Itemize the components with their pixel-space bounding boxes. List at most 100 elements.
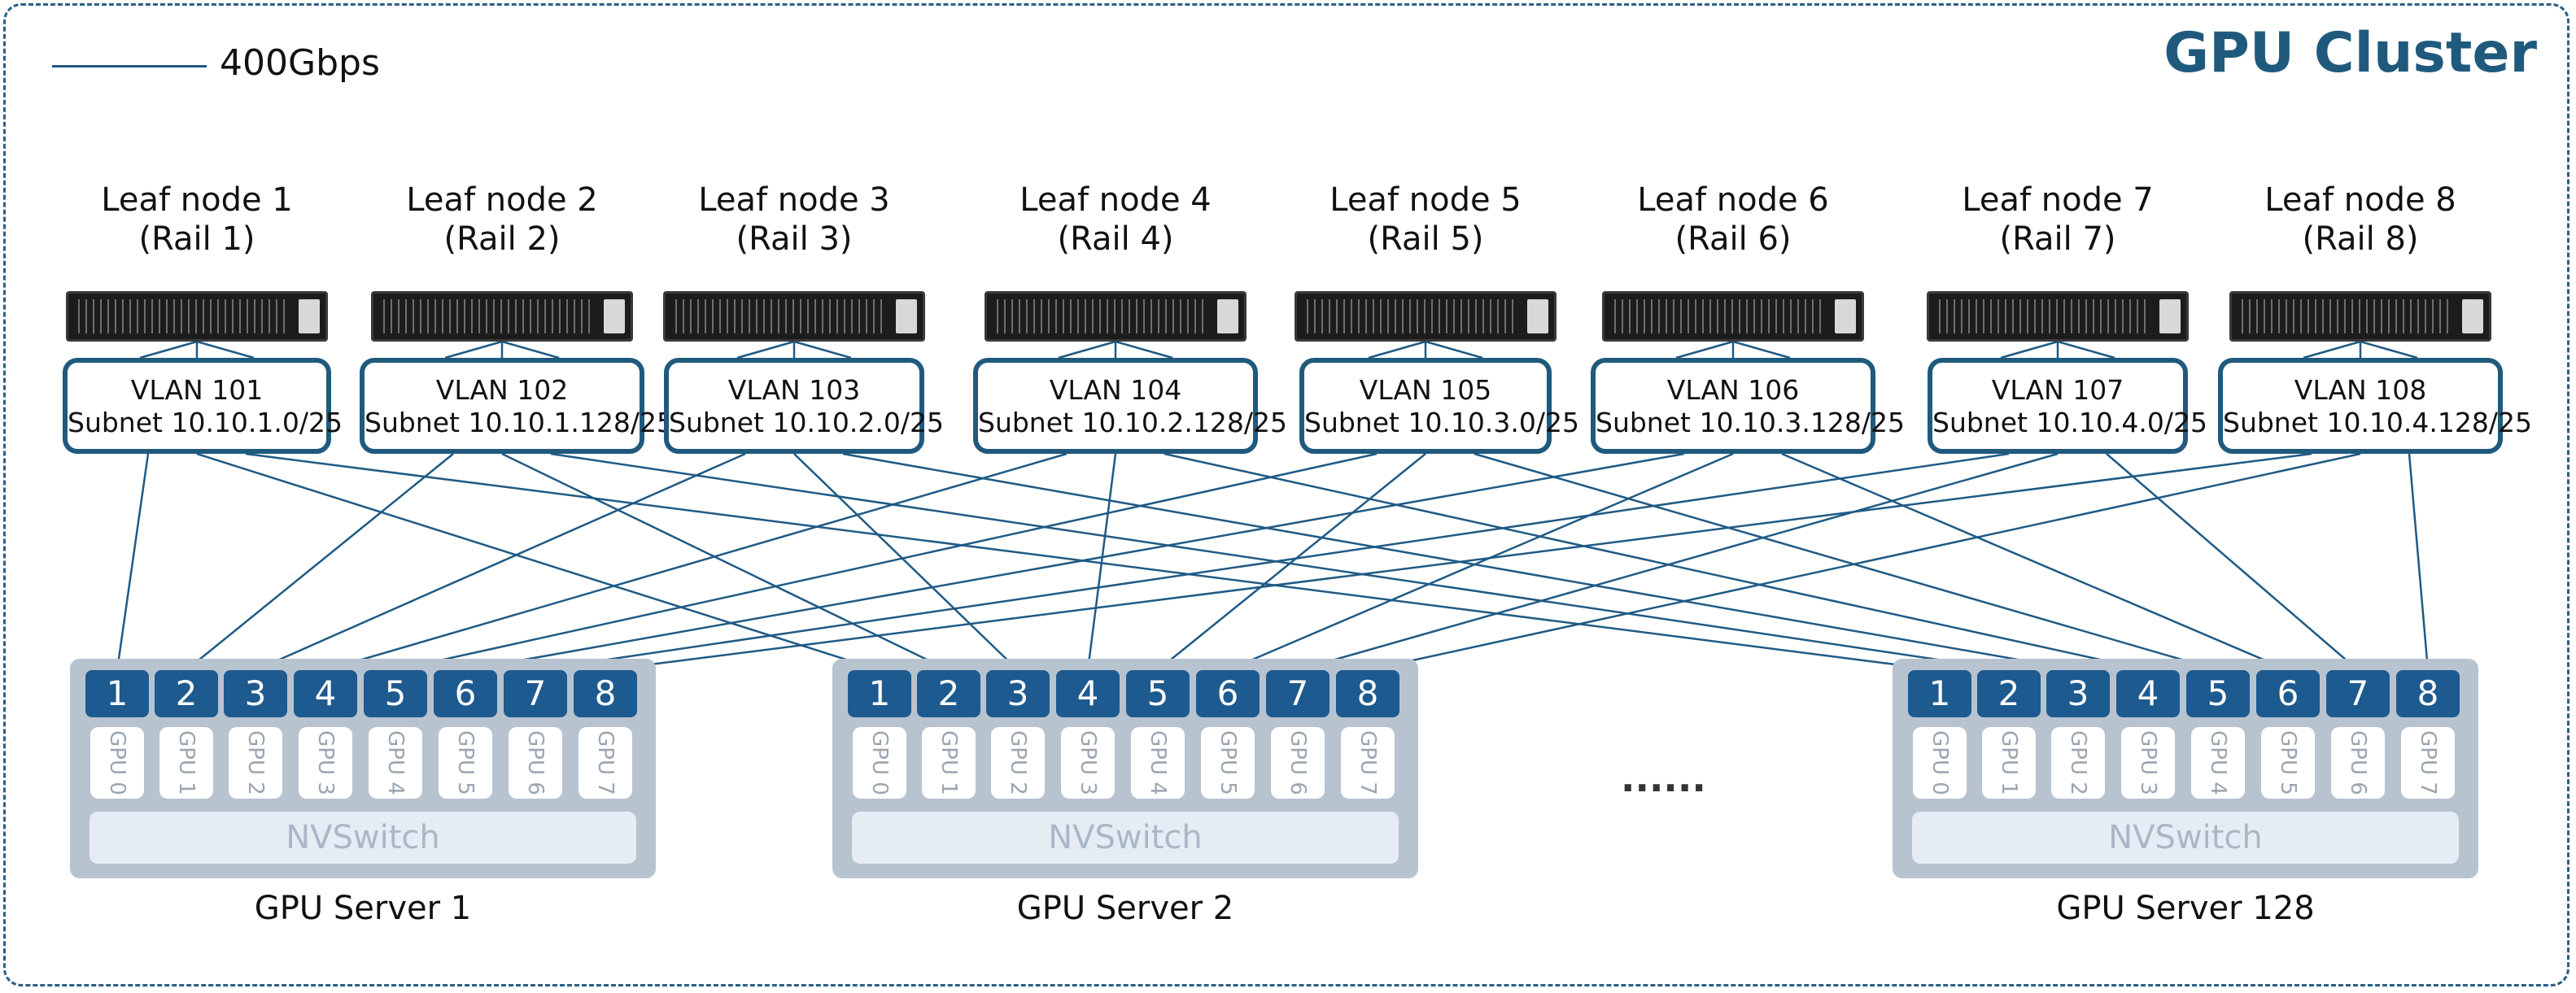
gpu-label: GPU 6 [523, 730, 548, 795]
network-port: 1 [848, 670, 911, 717]
network-port: 7 [504, 670, 567, 717]
leaf-node-name: Leaf node 5 [1329, 181, 1522, 219]
network-port: 4 [1056, 670, 1120, 717]
gpu-card: GPU 0 [90, 727, 144, 799]
leaf-node-rail: (Rail 8) [2302, 220, 2419, 258]
rail-link [186, 453, 454, 671]
gpu-label: GPU 7 [2416, 730, 2440, 795]
more-servers-ellipsis: ...... [1621, 756, 1706, 800]
gpu-label: GPU 6 [1286, 730, 1310, 795]
rail-link [501, 452, 950, 672]
network-port: 7 [2326, 670, 2390, 717]
network-port: 1 [85, 670, 149, 717]
gpu-card: GPU 4 [2191, 727, 2245, 799]
network-port: 4 [2116, 670, 2180, 717]
gpu-label: GPU 5 [1216, 730, 1240, 795]
gpu-label: GPU 3 [1076, 730, 1100, 795]
rail-link [2106, 453, 2359, 671]
legend-line [52, 65, 207, 68]
gpu-label: GPU 3 [313, 730, 338, 795]
rail-link [535, 452, 2010, 672]
gpu-label: GPU 0 [1928, 730, 1952, 795]
legend-label: 400Gbps [220, 42, 380, 84]
switch-uplink [1732, 340, 1791, 359]
network-port: 2 [1977, 670, 2041, 717]
network-port: 6 [434, 670, 497, 717]
subnet-label: Subnet 10.10.1.0/25 [68, 407, 343, 438]
gpu-label: GPU 5 [453, 730, 478, 795]
subnet-label: Subnet 10.10.3.128/25 [1596, 407, 1905, 438]
switch-uplink [139, 340, 198, 359]
vlan-id: VLAN 105 [1359, 374, 1492, 406]
rail-link [395, 452, 1378, 672]
gpu-label: GPU 0 [867, 730, 892, 795]
gpu-card: GPU 5 [1201, 727, 1255, 799]
rail-link [1297, 452, 2059, 672]
switch-uplink [1425, 340, 1483, 359]
network-port: 3 [2046, 670, 2110, 717]
switch-uplink [501, 340, 560, 359]
leaf-node-rail: (Rail 4) [1057, 220, 1174, 258]
cluster-boundary [3, 3, 2569, 986]
subnet-label: Subnet 10.10.4.128/25 [2223, 407, 2532, 438]
gpu-card: GPU 6 [1271, 727, 1325, 799]
vlan-id: VLAN 102 [435, 374, 569, 406]
vlan-id: VLAN 101 [130, 374, 264, 406]
switch-uplink [1058, 340, 1116, 359]
leaf-node-rail: (Rail 1) [138, 220, 255, 258]
gpu-card: GPU 1 [1982, 727, 2036, 799]
network-port: 2 [155, 670, 218, 717]
rail-link [2408, 453, 2430, 671]
gpu-label: GPU 3 [2136, 730, 2160, 795]
gpu-card: GPU 5 [439, 727, 492, 799]
gpu-card: GPU 7 [579, 727, 632, 799]
network-port: 6 [1196, 670, 1260, 717]
gpu-card: GPU 7 [2401, 727, 2455, 799]
rail-link [793, 453, 1019, 671]
switch-uplink [2303, 340, 2361, 359]
switch-hardware-icon [66, 291, 328, 342]
switch-uplink [196, 340, 255, 359]
gpu-card: GPU 2 [991, 727, 1045, 799]
switch-uplink [1675, 340, 1734, 359]
leaf-node-rail: (Rail 3) [736, 220, 853, 258]
gpu-label: GPU 7 [593, 730, 618, 795]
leaf-node-name: Leaf node 4 [1019, 181, 1212, 219]
switch-uplink [2360, 340, 2418, 359]
nvswitch: NVSwitch [1912, 812, 2459, 864]
subnet-label: Subnet 10.10.3.0/25 [1304, 407, 1580, 438]
gpu-label: GPU 2 [243, 730, 268, 795]
network-port: 4 [294, 670, 357, 717]
gpu-label: GPU 1 [174, 730, 199, 795]
vlan-id: VLAN 108 [2294, 374, 2427, 406]
rail-link [1474, 452, 2219, 672]
switch-uplink [2000, 340, 2059, 359]
gpu-card: GPU 3 [2121, 727, 2175, 799]
nvswitch: NVSwitch [90, 812, 636, 864]
rail-link [1781, 452, 2289, 672]
gpu-card: GPU 1 [922, 727, 976, 799]
switch-hardware-icon [663, 291, 925, 342]
network-port: 3 [224, 670, 287, 717]
leaf-node-rail: (Rail 6) [1674, 220, 1792, 258]
leaf-node-name: Leaf node 1 [101, 181, 293, 219]
subnet-label: Subnet 10.10.2.128/25 [978, 407, 1287, 438]
gpu-card: GPU 0 [1913, 727, 1967, 799]
switch-uplink [444, 340, 503, 359]
